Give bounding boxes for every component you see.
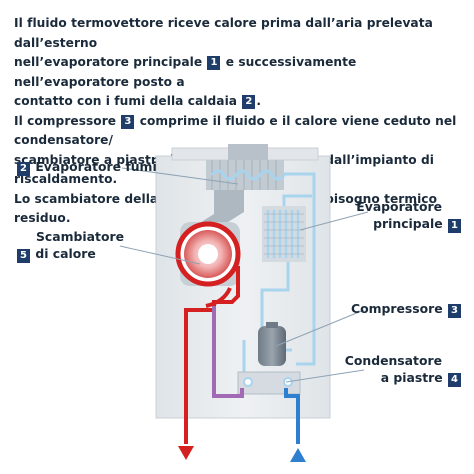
label-scambiatore-line1: Scambiatore xyxy=(36,229,124,244)
label-condensatore-line1: Condensatore xyxy=(344,353,442,368)
label-evaporatore-fumi: 2 Evaporatore fumi xyxy=(16,158,157,176)
flue-collar xyxy=(228,144,268,160)
label-badge-5: 5 xyxy=(17,249,30,263)
cold-water-in-arrow xyxy=(290,448,306,462)
label-evap-principale-line2: principale xyxy=(373,216,443,231)
label-compressore-text: Compressore xyxy=(350,301,443,316)
heating-flow-pipe-top xyxy=(205,287,232,308)
label-badge-4: 4 xyxy=(448,373,461,387)
intro-line-4b: comprime il fluido e il calore viene ced… xyxy=(14,113,457,148)
label-condensatore: Condensatore a piastre 4 xyxy=(345,352,462,387)
label-evaporatore-principale: Evaporatore principale 1 xyxy=(356,198,462,233)
flue-evaporator xyxy=(206,160,286,190)
intro-line-5a: scambiatore a piastre xyxy=(14,152,166,167)
label-scambiatore-calore: Scambiatore 5 di calore xyxy=(16,228,124,263)
intro-line-2b: e successivamente nell’evaporatore posto… xyxy=(14,55,357,89)
intro-line-3b: . xyxy=(256,94,262,108)
label-condensatore-line2: a piastre xyxy=(380,370,443,385)
compressor xyxy=(258,322,286,366)
badge-2: 2 xyxy=(242,95,256,109)
intermediate-pipe xyxy=(212,306,244,398)
hot-water-out-arrow xyxy=(178,446,194,460)
label-compressore: Compressore 3 xyxy=(351,300,462,318)
boiler-heat-exchanger xyxy=(175,221,241,287)
label-evaporatore-fumi-text: Evaporatore fumi xyxy=(35,159,157,174)
label-scambiatore-line2: di calore xyxy=(35,246,96,261)
badge-1: 1 xyxy=(207,56,221,70)
intro-line-1: Il fluido termovettore riceve calore pri… xyxy=(14,16,433,50)
leader-lines xyxy=(119,167,369,383)
main-evaporator xyxy=(262,206,306,262)
intro-line-3a: contatto con i fumi della caldaia xyxy=(14,94,238,108)
plate-condenser xyxy=(237,371,301,395)
badge-3: 3 xyxy=(121,114,135,129)
label-badge-1: 1 xyxy=(448,219,461,233)
label-evap-principale-line1: Evaporatore xyxy=(356,199,442,214)
intro-line-2a: nell’evaporatore principale xyxy=(14,55,203,69)
return-pipe xyxy=(284,388,300,444)
label-badge-3: 3 xyxy=(448,304,461,318)
intro-line-4a: Il compressore xyxy=(14,113,117,128)
label-badge-2: 2 xyxy=(17,162,30,176)
